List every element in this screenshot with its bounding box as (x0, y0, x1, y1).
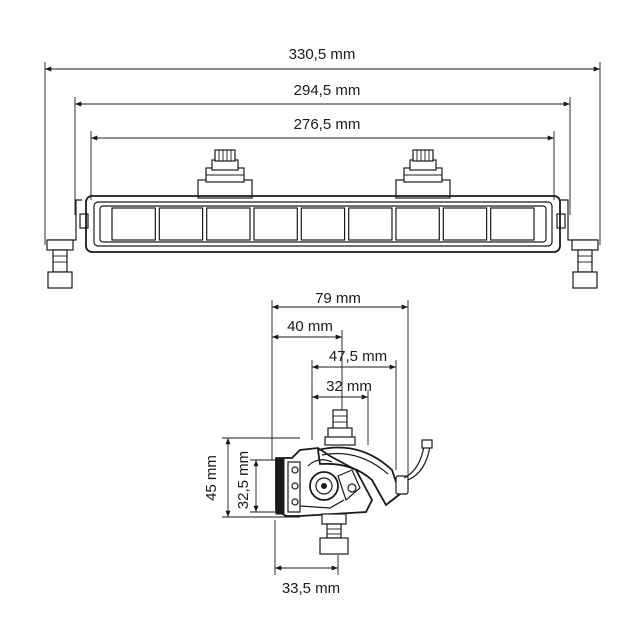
dim-body-label: 276,5 mm (294, 116, 361, 133)
side-profile (275, 409, 433, 555)
led-cell (490, 207, 535, 241)
led-cell (253, 207, 298, 241)
dimension-depth: 79 mm (271, 290, 409, 480)
led-cell (395, 207, 440, 241)
led-cell (158, 207, 204, 241)
dim-brackets-label: 294,5 mm (294, 82, 361, 99)
top-mount-right (395, 149, 451, 199)
dim-bottom-label: 33,5 mm (282, 580, 340, 597)
dim-bracket-offset-label: 40 mm (287, 318, 333, 335)
dimension-bracket-width: 294,5 mm (74, 82, 571, 215)
dim-lens-height-label: 32,5 mm (235, 451, 252, 509)
led-cells (111, 207, 535, 241)
front-view: 330,5 mm 294,5 mm 276,5 mm (44, 46, 601, 289)
top-mount-left (197, 149, 253, 199)
dimension-lens-height: 32,5 mm (235, 451, 280, 513)
led-cell (300, 207, 346, 241)
dimension-bolt-spacing: 32 mm (311, 378, 372, 445)
dimension-body-width: 276,5 mm (90, 116, 555, 200)
dim-height-label: 45 mm (203, 455, 220, 501)
light-bar-body (85, 195, 561, 253)
end-bracket-left (46, 199, 89, 289)
led-cell (348, 207, 393, 241)
led-cell (206, 207, 251, 241)
dimension-height: 45 mm (203, 437, 300, 518)
dimension-bottom: 33,5 mm (274, 520, 340, 597)
led-cell (442, 207, 488, 241)
led-cell (111, 207, 156, 241)
side-view: 79 mm 40 mm 47,5 mm 32 mm 45 mm (203, 290, 433, 597)
end-bracket-right (556, 199, 599, 289)
dimension-overall-width: 330,5 mm (44, 46, 601, 245)
dimension-bracket-offset: 40 mm (272, 318, 343, 420)
dim-overall-label: 330,5 mm (289, 46, 356, 63)
dim-depth-label: 79 mm (315, 290, 361, 307)
dim-bolt-spacing-label: 32 mm (326, 378, 372, 395)
dim-mount-offset-label: 47,5 mm (329, 348, 387, 365)
